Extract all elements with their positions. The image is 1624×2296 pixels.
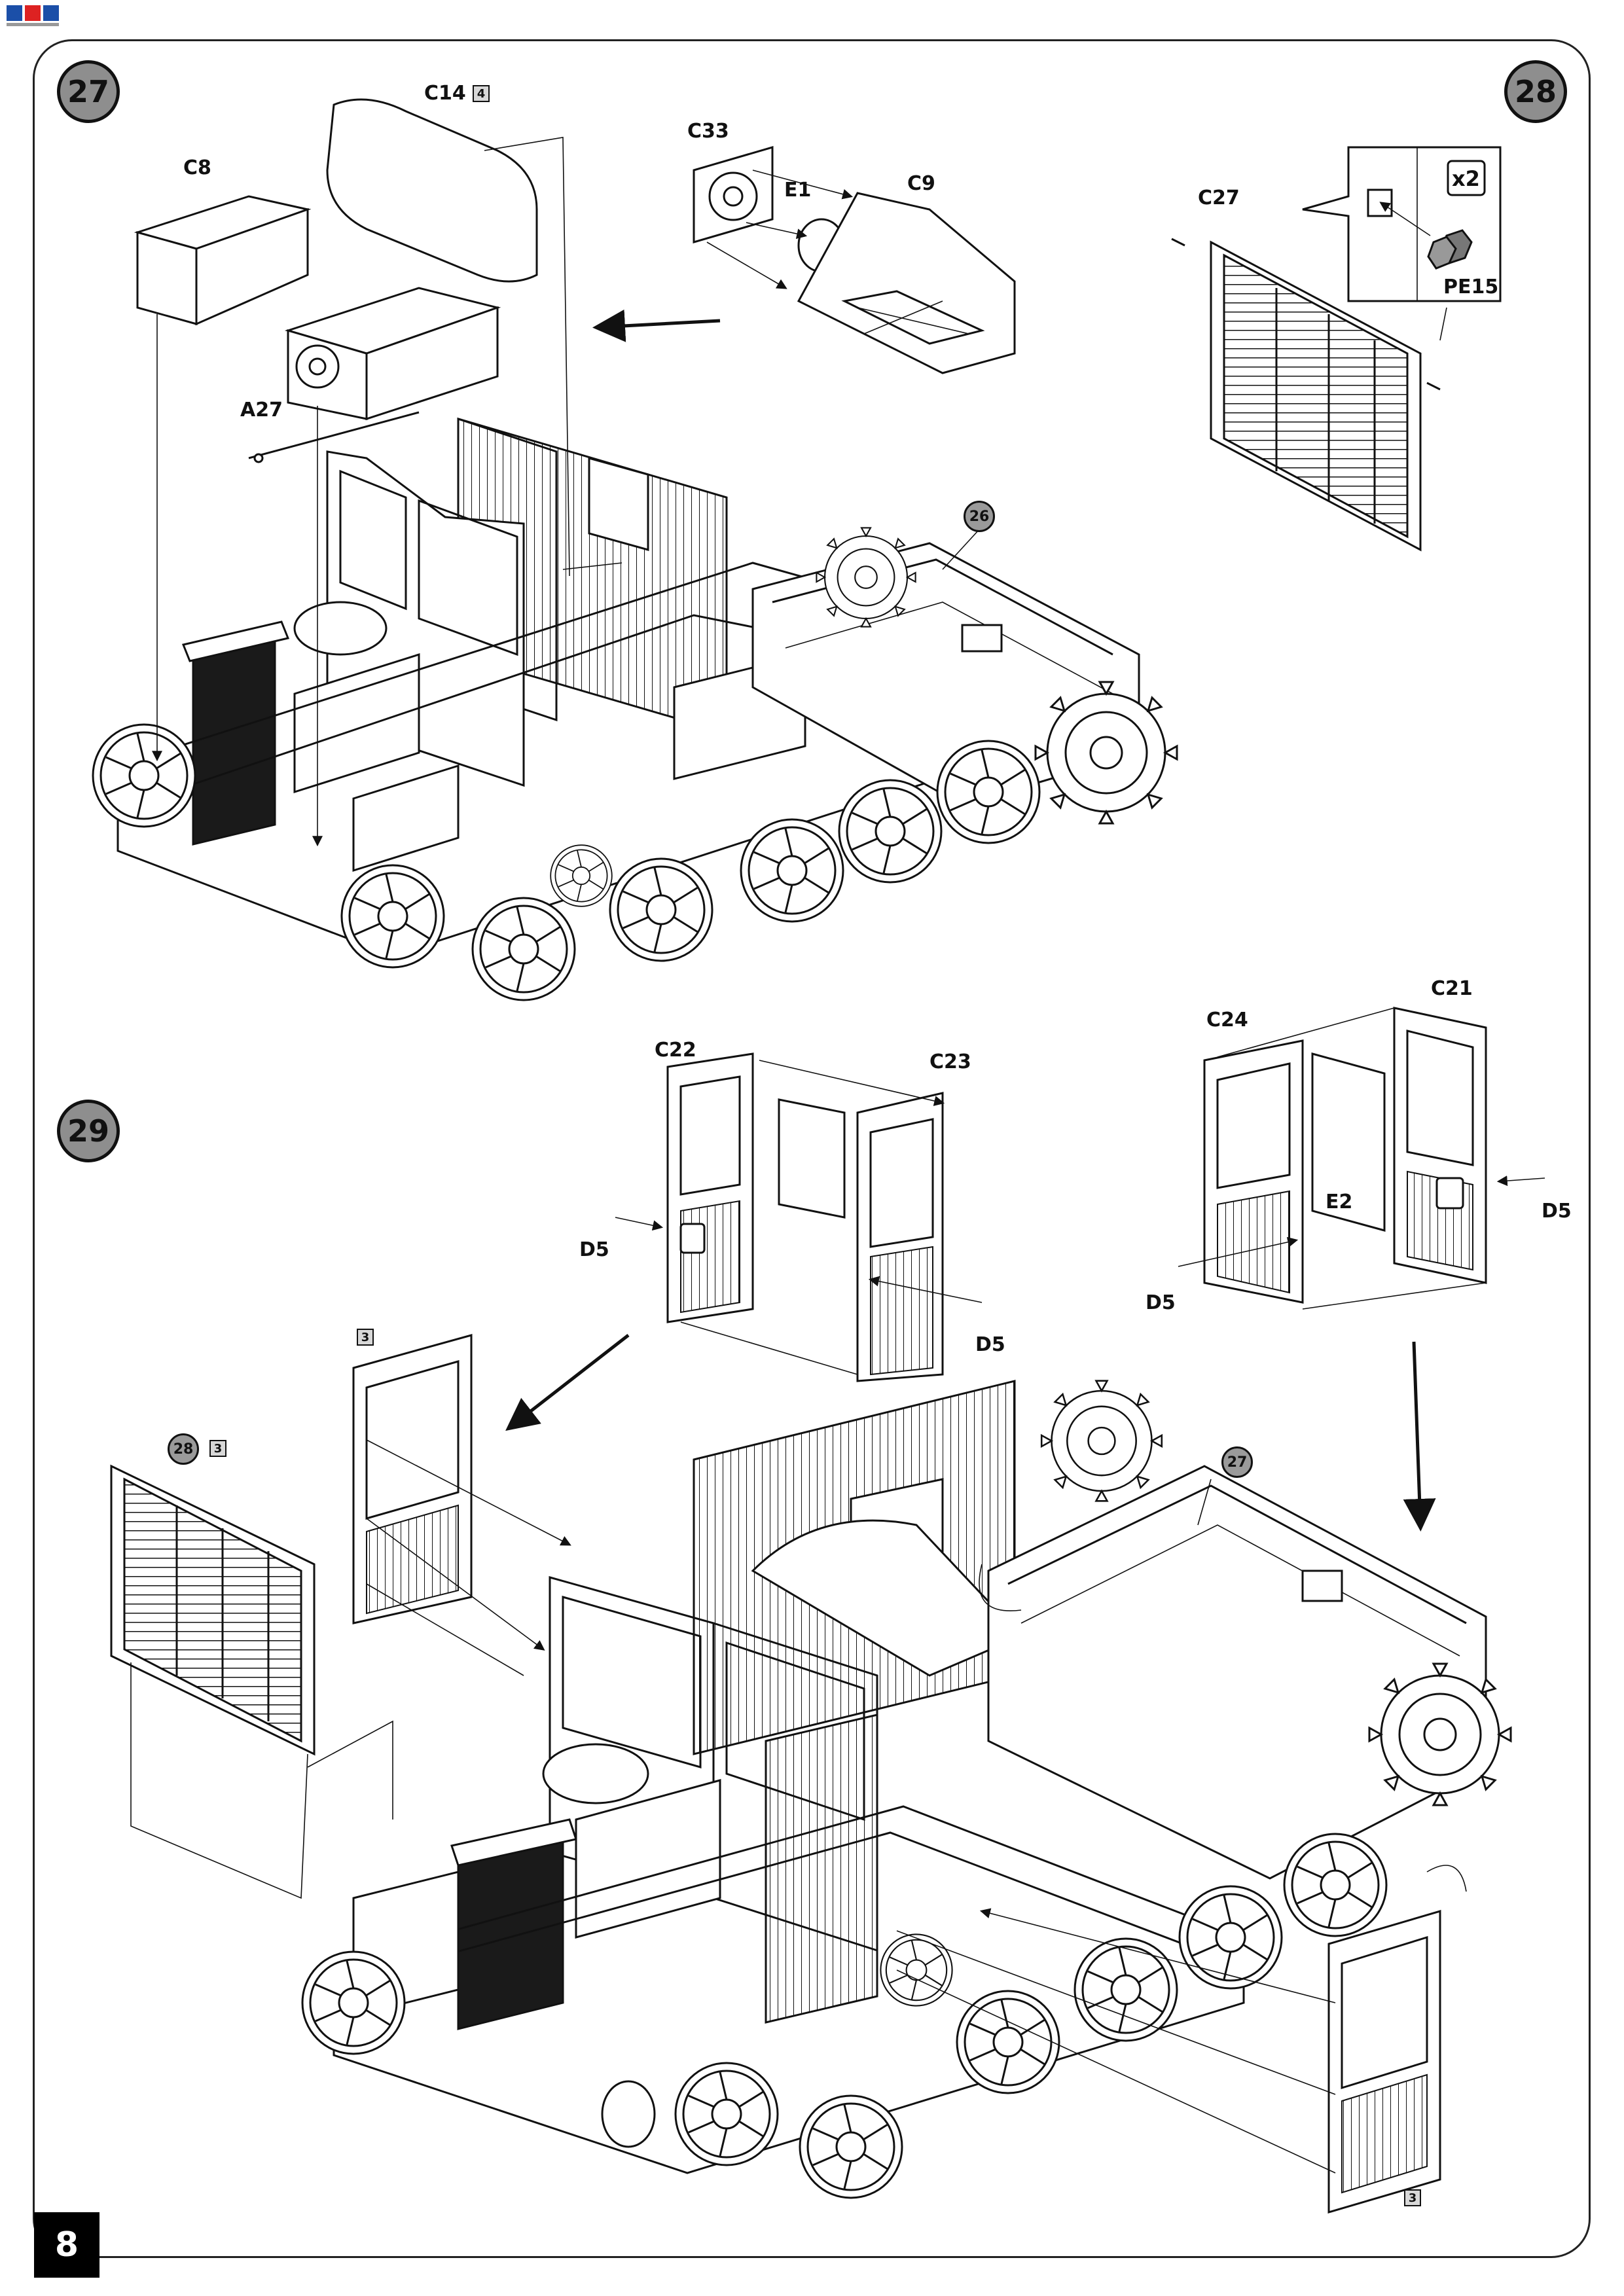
label-c14: C14: [424, 82, 466, 105]
label-d5-c23: D5: [975, 1333, 1005, 1356]
step28-drawing: [1171, 146, 1502, 552]
step-28-badge: 28: [1504, 60, 1567, 123]
sprocket-29: [1368, 1662, 1512, 1806]
label-c24: C24: [1206, 1009, 1248, 1031]
label-d5-c21: D5: [1542, 1200, 1572, 1223]
label-c33: C33: [687, 120, 729, 143]
label-e2: E2: [1326, 1191, 1353, 1213]
label-c27: C27: [1198, 187, 1240, 209]
sprocket-rear: [1034, 681, 1178, 825]
label-c21: C21: [1431, 977, 1473, 1000]
label-c9: C9: [907, 172, 935, 195]
label-c22: C22: [655, 1039, 696, 1062]
ref-step-26-badge: 26: [964, 501, 995, 532]
step-27-badge: 27: [57, 60, 120, 123]
step27-drawing: [92, 98, 1178, 1001]
lower-door-tag: 3: [1404, 2189, 1421, 2206]
label-a27: A27: [240, 399, 283, 422]
c14-count-tag: 4: [473, 85, 490, 102]
ref-step-27-badge: 27: [1221, 1446, 1253, 1478]
label-pe15: PE15: [1443, 276, 1499, 298]
brand-logo: [7, 5, 59, 26]
label-e1: E1: [784, 179, 812, 202]
page-frame: [33, 39, 1591, 2258]
page-number: 8: [34, 2212, 99, 2278]
label-c23: C23: [929, 1050, 971, 1073]
label-d5-c24: D5: [1146, 1291, 1176, 1314]
step29-drawing: [110, 1007, 1545, 2214]
label-d5-c22: D5: [579, 1238, 609, 1261]
label-x2: x2: [1452, 166, 1480, 191]
step-29-badge: 29: [57, 1100, 120, 1162]
upper-door-tag: 3: [357, 1329, 374, 1346]
label-c8: C8: [183, 156, 211, 179]
ref-step-28-badge: 28: [168, 1433, 199, 1465]
grille-tag: 3: [209, 1440, 226, 1457]
